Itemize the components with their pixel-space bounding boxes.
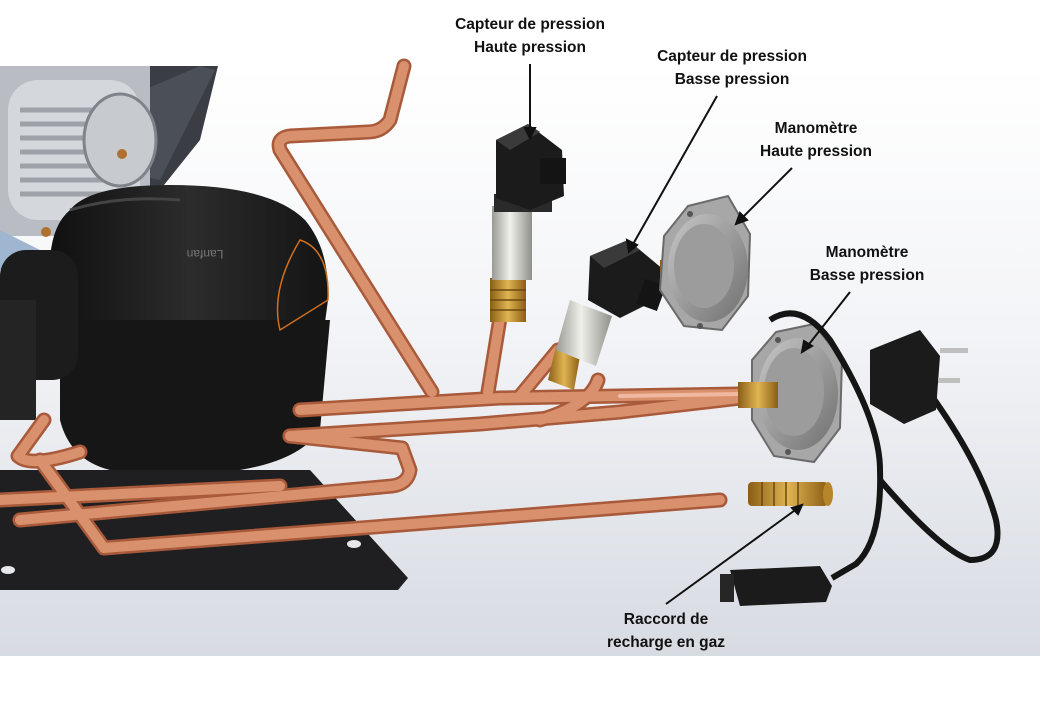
compressor-orange-trim [276,239,329,332]
label-line: Manomètre [825,244,909,261]
base-hole-icon [347,540,361,548]
label-line: Basse pression [809,267,925,284]
high-pressure-gauge [658,194,752,332]
power-cable [720,310,1001,606]
base-hole-icon [1,566,15,574]
label-gas-charge-port: Raccord de recharge en gaz [586,608,746,654]
plug-connector [870,330,940,424]
arrow-icon [625,238,639,254]
label-line: Basse pression [674,71,790,88]
gas-charge-port [748,482,833,506]
lp-gauge-leader [805,291,851,349]
iec-connector [730,566,832,606]
label-line: recharge en gaz [606,634,726,651]
label-high-pressure-sensor: Capteur de pression Haute pression [430,13,630,59]
label-line: Capteur de pression [455,16,605,33]
label-low-pressure-gauge: Manomètre Basse pression [787,241,947,287]
high-pressure-sensor [490,124,566,322]
label-line: Raccord de [623,611,709,628]
low-pressure-gauge [738,322,844,464]
label-high-pressure-gauge: Manomètre Haute pression [736,117,896,163]
label-low-pressure-sensor: Capteur de pression Basse pression [632,45,832,91]
label-line: Haute pression [760,143,872,160]
arrow-icon [734,211,749,226]
leader-lines [523,64,851,605]
label-line: Haute pression [474,39,586,56]
label-line: Manomètre [774,120,858,137]
arrow-icon [800,339,814,354]
label-line: Capteur de pression [657,48,807,65]
arrow-icon [790,503,804,516]
compressor: Lanfan [0,185,330,470]
lp-sensor-leader [631,95,718,247]
charge-port-leader [665,507,799,605]
copper-piping [0,58,748,556]
arrow-icon [523,127,537,141]
hp-gauge-leader [739,167,793,221]
compressor-brand-label: Lanfan [187,247,224,261]
